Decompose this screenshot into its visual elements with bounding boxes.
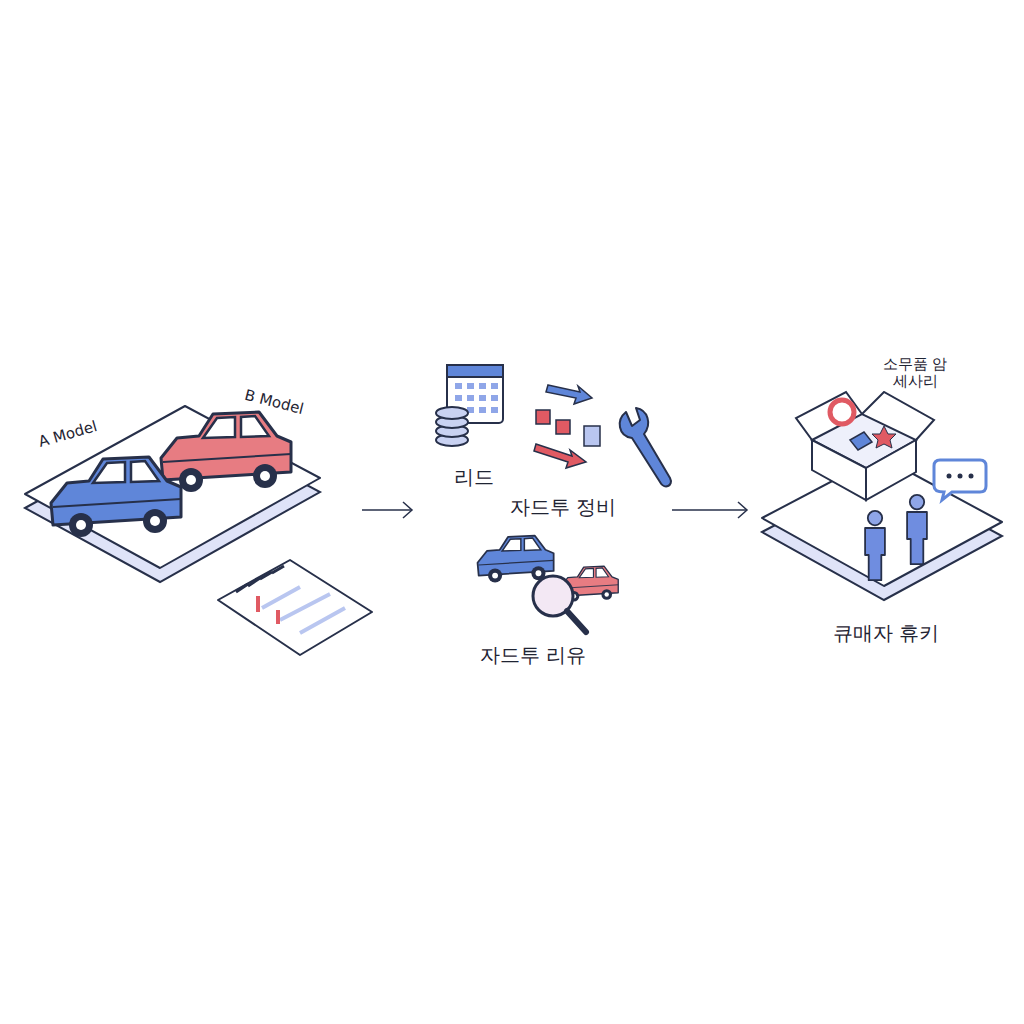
box-label: 소무품 암세사리 (875, 356, 955, 391)
flow-arrow (362, 502, 412, 518)
flow-arrow (672, 502, 747, 518)
stage-label: 큐매자 휴키 (833, 622, 939, 645)
stage-label: 자드투 리유 (480, 644, 586, 667)
stage-group: A Model B Model (18, 380, 360, 665)
model-label: B Model (243, 387, 305, 418)
stage-label: 리드 (454, 466, 494, 489)
stage-group: 소무품 암세사리큐매자 휴키 (755, 350, 1010, 655)
stage-group: 리드자드투 정비자드투 리유 (420, 350, 670, 680)
stage-label: 자드투 정비 (510, 496, 616, 519)
model-label: A Model (37, 418, 100, 451)
